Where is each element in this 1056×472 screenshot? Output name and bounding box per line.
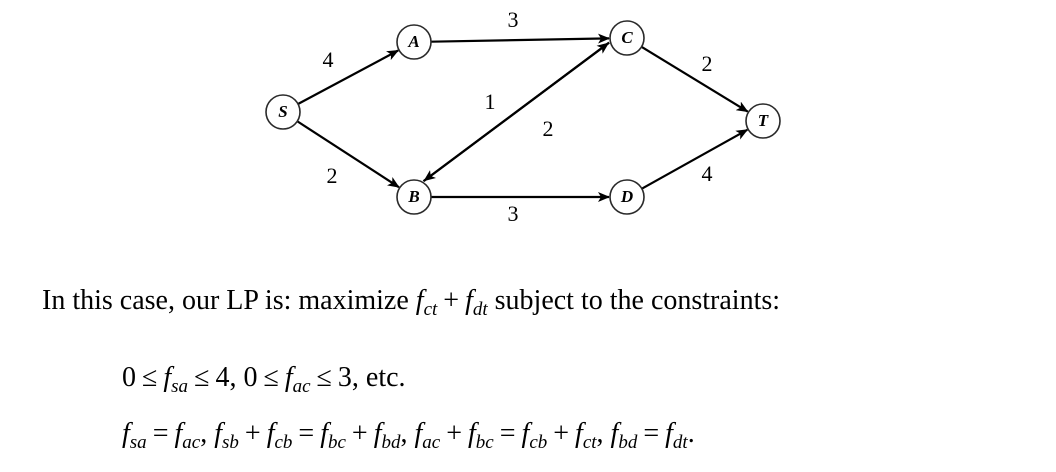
subscript-sb: sb bbox=[221, 432, 239, 453]
edge-s-a bbox=[297, 49, 400, 105]
subscript-ac: ac bbox=[422, 432, 441, 453]
node-t: T bbox=[745, 103, 781, 139]
node-label: T bbox=[758, 111, 769, 130]
leq-sign: ≤ bbox=[194, 362, 210, 393]
edge-weight-s-a: 4 bbox=[323, 47, 334, 72]
subscript-ac: ac bbox=[292, 376, 311, 397]
equals-sign: = bbox=[499, 418, 516, 449]
f-symbol: f bbox=[575, 418, 583, 449]
intro-tail-text: subject to the constraints: bbox=[487, 285, 781, 316]
equals-sign: = bbox=[643, 418, 660, 449]
period: . bbox=[687, 418, 695, 449]
equals-sign: = bbox=[298, 418, 315, 449]
capacity-constraints: 0≤fsa≤4, 0≤fac≤3, etc. bbox=[122, 362, 406, 397]
subscript-sa: sa bbox=[171, 376, 189, 397]
leq-sign: ≤ bbox=[142, 362, 158, 393]
f-symbol: f bbox=[266, 418, 275, 449]
subscript-dt: dt bbox=[472, 299, 488, 320]
f-symbol: f bbox=[521, 418, 530, 449]
network-flow-graph: 4 2 3 2 1 3 2 4 S A B C D T bbox=[265, 7, 781, 226]
f-symbol: f bbox=[373, 418, 382, 449]
subscript-ct: ct bbox=[423, 299, 438, 320]
subscript-bc: bc bbox=[327, 432, 346, 453]
node-c: C bbox=[609, 20, 645, 56]
node-circle bbox=[396, 179, 432, 215]
node-label: D bbox=[620, 187, 633, 206]
plus-sign: + bbox=[244, 418, 261, 449]
nodes-layer: S A B C D T bbox=[265, 20, 781, 215]
edge-weight-d-t: 4 bbox=[702, 161, 713, 186]
comma: , bbox=[400, 418, 408, 449]
intro-text: In this case, our LP is: maximize bbox=[42, 285, 416, 316]
edge-c-t bbox=[640, 45, 749, 113]
etc-text: , etc. bbox=[351, 362, 406, 393]
zero: 0 bbox=[122, 362, 136, 393]
objective-sentence: In this case, our LP is: maximize fct+fd… bbox=[42, 285, 781, 320]
subscript-bd: bd bbox=[381, 432, 401, 453]
subscript-cb: cb bbox=[529, 432, 548, 453]
f-symbol: f bbox=[414, 418, 423, 449]
node-circle bbox=[396, 24, 432, 60]
zero: 0 bbox=[243, 362, 258, 393]
node-circle bbox=[609, 179, 645, 215]
three: 3 bbox=[337, 362, 352, 393]
edge-weight-a-c: 3 bbox=[508, 7, 519, 32]
conservation-constraints: fsa=fac, fsb+fcb=fbc+fbd, fac+fbc=fcb+fc… bbox=[122, 418, 695, 453]
edges-layer bbox=[296, 33, 749, 202]
node-label: C bbox=[621, 28, 633, 47]
node-circle bbox=[609, 20, 645, 56]
edge-a-c bbox=[430, 33, 611, 44]
node-label: B bbox=[407, 187, 419, 206]
four: 4 bbox=[215, 362, 230, 393]
comma: , bbox=[596, 418, 604, 449]
f-symbol: f bbox=[468, 418, 476, 449]
f-symbol: f bbox=[415, 285, 424, 316]
leq-sign: ≤ bbox=[263, 362, 279, 393]
f-symbol: f bbox=[122, 418, 130, 449]
edge-weight-c-b: 1 bbox=[485, 89, 496, 114]
f-symbol: f bbox=[284, 362, 293, 393]
plus-sign: + bbox=[553, 418, 570, 449]
f-symbol: f bbox=[174, 418, 183, 449]
edge-weight-b-c: 2 bbox=[543, 116, 554, 141]
f-symbol: f bbox=[214, 418, 222, 449]
f-symbol: f bbox=[465, 285, 473, 316]
subscript-bd: bd bbox=[618, 432, 638, 453]
leq-sign: ≤ bbox=[316, 362, 332, 393]
edge-weight-b-d: 3 bbox=[508, 201, 519, 226]
node-circle bbox=[265, 94, 301, 130]
equals-sign: = bbox=[152, 418, 169, 449]
edge-weight-s-b: 2 bbox=[327, 163, 338, 188]
node-d: D bbox=[609, 179, 645, 215]
plus-sign: + bbox=[446, 418, 463, 449]
node-b: B bbox=[396, 179, 432, 215]
node-label: A bbox=[407, 32, 419, 51]
f-symbol: f bbox=[320, 418, 328, 449]
node-circle bbox=[745, 103, 781, 139]
subscript-bc: bc bbox=[475, 432, 494, 453]
node-s: S bbox=[265, 94, 301, 130]
separator: , bbox=[229, 362, 244, 393]
f-symbol: f bbox=[163, 362, 172, 393]
edge-d-t bbox=[641, 128, 749, 190]
subscript-ct: ct bbox=[582, 432, 597, 453]
f-symbol: f bbox=[610, 418, 619, 449]
subscript-dt: dt bbox=[672, 432, 688, 453]
subscript-cb: cb bbox=[274, 432, 293, 453]
comma: , bbox=[200, 418, 208, 449]
edge-c-b bbox=[423, 41, 610, 182]
subscript-ac: ac bbox=[182, 432, 201, 453]
plus-sign: + bbox=[351, 418, 368, 449]
subscript-sa: sa bbox=[129, 432, 147, 453]
node-label: S bbox=[278, 102, 287, 121]
edge-weight-c-t: 2 bbox=[702, 51, 713, 76]
weights-layer: 4 2 3 2 1 3 2 4 bbox=[323, 7, 713, 226]
edge-s-b bbox=[296, 120, 400, 189]
f-symbol: f bbox=[665, 418, 673, 449]
plus-sign: + bbox=[443, 285, 460, 316]
node-a: A bbox=[396, 24, 432, 60]
